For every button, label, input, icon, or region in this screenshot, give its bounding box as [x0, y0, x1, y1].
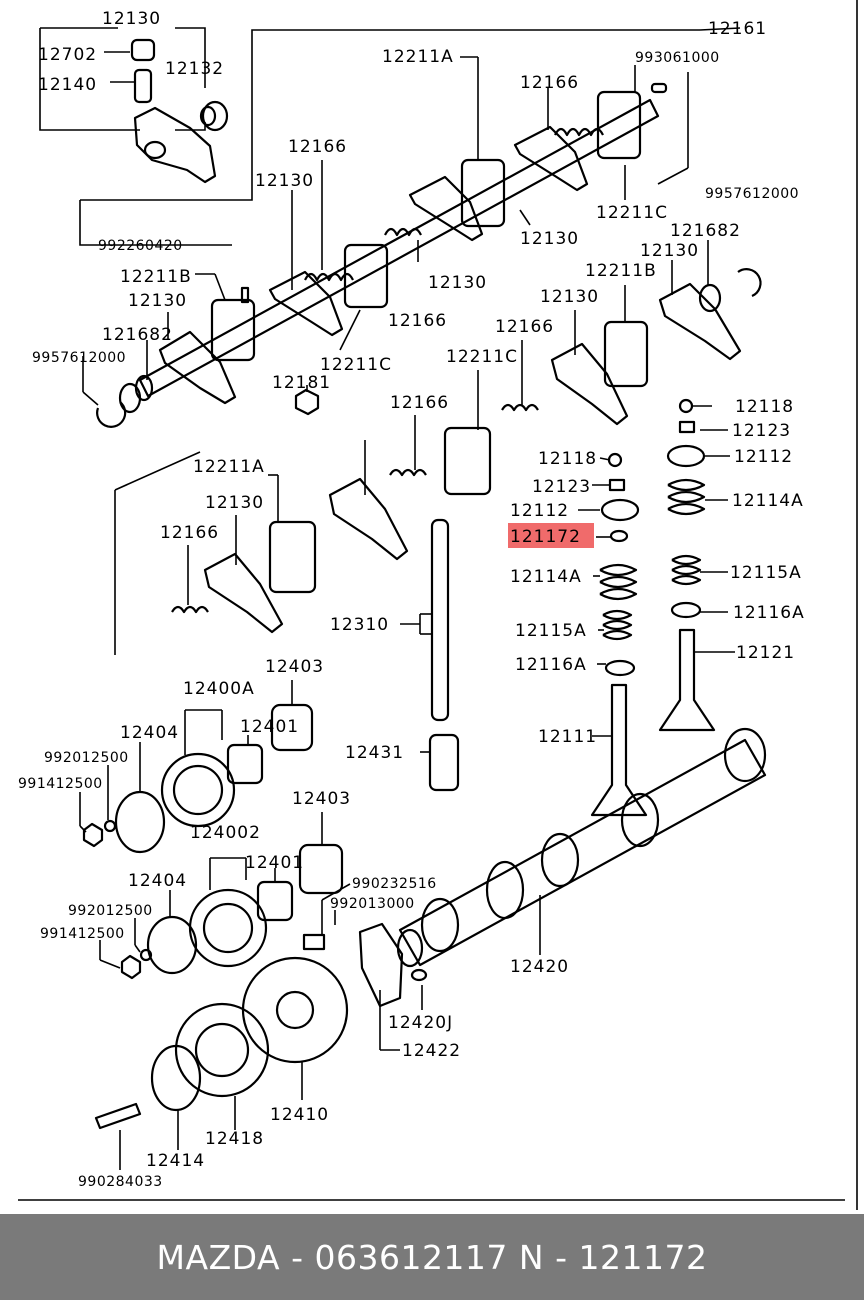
leader-lines [79, 27, 741, 1170]
part-label: 12116A [515, 655, 587, 675]
part-label: 12130 [640, 241, 699, 261]
part-label: 12166 [495, 317, 554, 337]
part-label: 12420 [510, 957, 569, 977]
part-label: 12702 [38, 45, 97, 65]
part-label: 12130 [520, 229, 579, 249]
part-number-banner: MAZDA - 063612117 N - 121172 [0, 1214, 864, 1300]
part-label: 12211C [446, 347, 518, 367]
part-label: 991412500 [40, 926, 125, 942]
part-label: 992260420 [98, 238, 183, 254]
part-label: 12114A [732, 491, 804, 511]
part-label: 12211C [596, 203, 668, 223]
parts-exploded-diagram: 12130 12702 12140 12132 12161 12211A 993… [18, 0, 858, 1210]
part-label-highlighted: 121172 [510, 527, 581, 547]
part-label: 124002 [190, 823, 261, 843]
part-label: 12211B [585, 261, 657, 281]
part-label: 993061000 [635, 50, 720, 66]
part-label: 990284033 [78, 1174, 163, 1190]
gear-group [82, 703, 404, 1130]
part-label: 991412500 [18, 776, 103, 792]
part-label: 12418 [205, 1129, 264, 1149]
part-label: 9957612000 [32, 350, 126, 366]
part-label: 12166 [160, 523, 219, 543]
part-label: 12115A [515, 621, 587, 641]
part-label: 12130 [128, 291, 187, 311]
part-label: 12404 [120, 723, 179, 743]
part-label: 12166 [388, 311, 447, 331]
part-label: 12211C [320, 355, 392, 375]
camshaft-group [396, 727, 767, 982]
part-label: 12121 [736, 643, 795, 663]
part-label: 12166 [288, 137, 347, 157]
part-label: 12410 [270, 1105, 329, 1125]
part-label: 12130 [428, 273, 487, 293]
rocker-arm-kit-group [39, 27, 229, 184]
part-label: 992012500 [44, 750, 129, 766]
part-label: 12401 [245, 853, 304, 873]
part-label: 990232516 [352, 876, 437, 892]
part-label: 12401 [240, 717, 299, 737]
valve-train-group [428, 398, 716, 817]
part-label: 12118 [735, 397, 794, 417]
part-label: 12181 [272, 373, 331, 393]
part-label: 12211A [382, 47, 454, 67]
part-label: 12400A [183, 679, 255, 699]
part-label: 12404 [128, 871, 187, 891]
part-number-caption: MAZDA - 063612117 N - 121172 [156, 1237, 708, 1277]
part-label: 12118 [538, 449, 597, 469]
part-label: 12112 [734, 447, 793, 467]
part-label: 12211B [120, 267, 192, 287]
part-label: 121682 [102, 325, 173, 345]
part-label: 12130 [205, 493, 264, 513]
part-label: 12111 [538, 727, 597, 747]
rocker-shaft-assembly [79, 29, 700, 428]
part-label: 12211A [193, 457, 265, 477]
part-label: 12115A [730, 563, 802, 583]
part-label: 12310 [330, 615, 389, 635]
part-label: 12422 [402, 1041, 461, 1061]
part-label: 992013000 [330, 896, 415, 912]
part-label: 12403 [265, 657, 324, 677]
part-label: 12123 [532, 477, 591, 497]
part-label: 12130 [255, 171, 314, 191]
part-label: 12130 [540, 287, 599, 307]
part-label: 12130 [102, 9, 161, 29]
part-label: 9957612000 [705, 186, 799, 202]
part-label: 12403 [292, 789, 351, 809]
part-label: 12112 [510, 501, 569, 521]
part-label: 12161 [708, 19, 767, 39]
part-label: 12431 [345, 743, 404, 763]
part-label: 12114A [510, 567, 582, 587]
part-label: 12166 [390, 393, 449, 413]
part-label: 12123 [732, 421, 791, 441]
part-label: 12166 [520, 73, 579, 93]
part-labels: 12130 12702 12140 12132 12161 12211A 993… [18, 9, 805, 1190]
highlight-box [508, 523, 594, 548]
part-label: 992012500 [68, 903, 153, 919]
right-rocker-group [114, 268, 762, 655]
part-label: 12420J [388, 1013, 453, 1033]
part-label: 12414 [146, 1151, 205, 1171]
part-label: 12132 [165, 59, 224, 79]
part-label: 12140 [38, 75, 97, 95]
part-label: 121682 [670, 221, 741, 241]
part-label: 12116A [733, 603, 805, 623]
